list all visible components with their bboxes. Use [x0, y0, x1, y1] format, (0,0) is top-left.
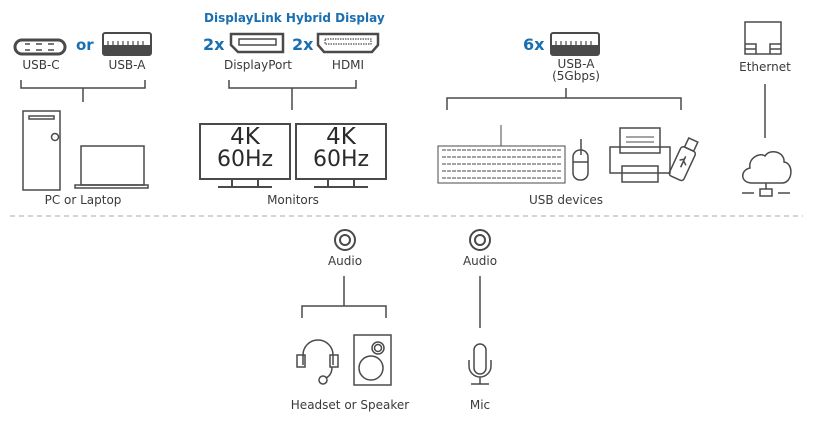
usb-a-port-icon — [102, 32, 152, 56]
usb-a-hub-port-icon — [550, 32, 600, 56]
ethernet-port-icon — [744, 21, 782, 55]
headset-icon — [296, 339, 339, 385]
hdmi-count: 2x — [292, 35, 314, 54]
monitors-label: Monitors — [267, 193, 319, 207]
host-bracket — [20, 80, 146, 102]
usb-c-port-icon — [13, 38, 67, 56]
monitor-1-resolution: 4K — [230, 124, 260, 150]
hdmi-label: HDMI — [331, 58, 365, 72]
microphone-icon — [468, 343, 492, 385]
pc-tower-icon — [22, 110, 61, 191]
keyboard-icon — [437, 125, 566, 184]
headset-speaker-label: Headset or Speaker — [290, 398, 410, 412]
usb-a-hub-label: USB-A — [557, 57, 595, 71]
usb-devices-label: USB devices — [528, 193, 604, 207]
monitor-2-icon — [295, 123, 387, 188]
usb-speed-label: (5Gbps) — [552, 69, 600, 83]
monitor-1-refresh: 60Hz — [216, 147, 274, 172]
usb-count: 6x — [523, 35, 545, 54]
or-label: or — [76, 36, 94, 54]
monitor-2-resolution: 4K — [326, 124, 356, 150]
usb-c-label: USB-C — [22, 58, 60, 72]
displayport-icon — [229, 32, 285, 54]
mic-label: Mic — [469, 398, 491, 412]
displaylink-title: DisplayLink Hybrid Display — [204, 11, 385, 25]
monitor-2-refresh: 60Hz — [312, 147, 370, 172]
audio-out-label: Audio — [327, 254, 363, 268]
speaker-icon — [353, 334, 392, 386]
audio-out-bracket — [301, 276, 387, 318]
hdmi-icon — [316, 32, 380, 54]
ethernet-label: Ethernet — [739, 60, 791, 74]
cloud-network-icon — [742, 151, 792, 197]
mouse-icon — [572, 139, 589, 181]
laptop-icon — [74, 145, 149, 189]
audio-in-label: Audio — [462, 254, 498, 268]
printer-icon — [609, 127, 671, 183]
pc-laptop-label: PC or Laptop — [44, 193, 122, 207]
monitor-1-icon — [199, 123, 291, 188]
audio-out-jack-icon — [334, 229, 356, 251]
displayport-label: DisplayPort — [223, 58, 293, 72]
display-bracket — [228, 80, 357, 110]
usb-a-label: USB-A — [108, 58, 146, 72]
usb-bracket — [446, 88, 682, 110]
dp-count: 2x — [203, 35, 225, 54]
usb-drive-icon — [668, 136, 699, 182]
audio-in-jack-icon — [469, 229, 491, 251]
